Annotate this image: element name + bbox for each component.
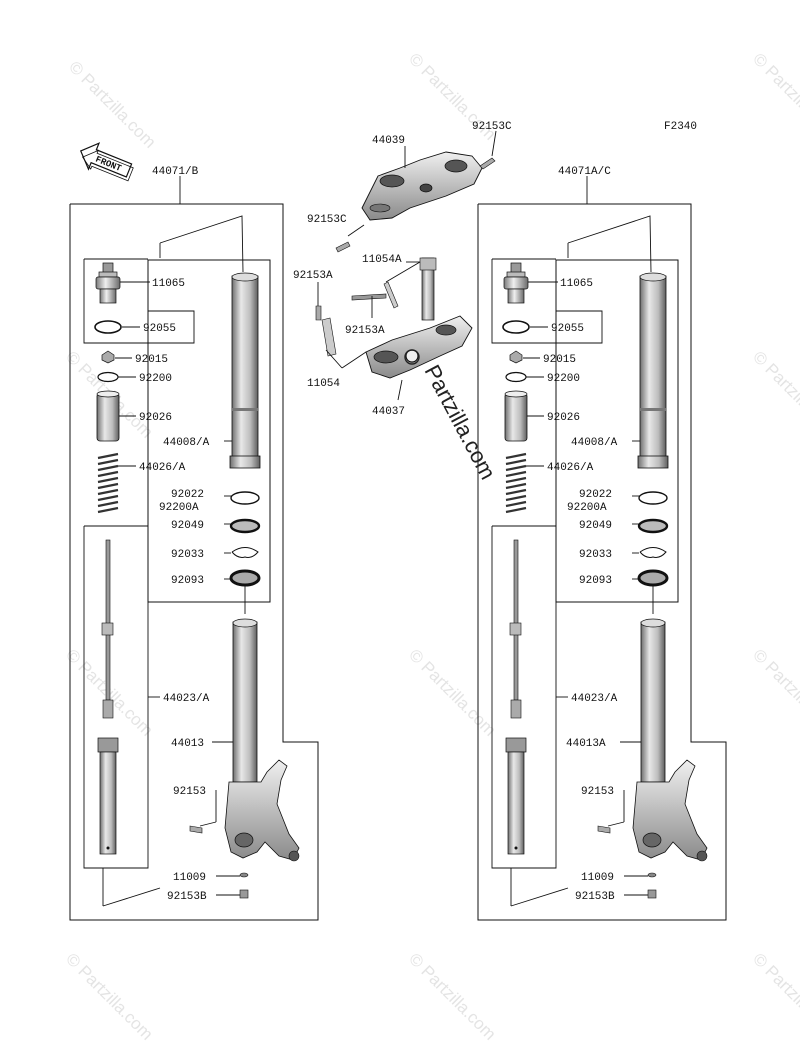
partzilla-watermark-large: Partzilla.com (404, 349, 501, 484)
part-label: 92015 (135, 354, 168, 366)
part-label: 44013A (566, 738, 606, 750)
part-label: 92022 (579, 489, 612, 501)
steering-assembly: 44039 92153C 92153C 11054A 92153A 92153A… (293, 121, 512, 418)
part-label: 44013 (171, 738, 204, 750)
part-label: 11054 (307, 378, 340, 390)
part-label: 11065 (560, 278, 593, 290)
right-part-labels: 11065 92055 92015 92200 92026 44008/A 44… (543, 278, 618, 903)
part-label: 92200 (139, 373, 172, 385)
left-part-labels: 11065 92055 92015 92200 92026 44008/A 44… (135, 278, 210, 903)
part-label: 92153B (575, 891, 615, 903)
part-label: 44026/A (547, 462, 594, 474)
watermark: © Partzilla.com (749, 347, 800, 441)
part-label: 92022 (171, 489, 204, 501)
part-label: 92200A (159, 502, 199, 514)
part-label: 92033 (579, 549, 612, 561)
watermark: © Partzilla.com (405, 949, 499, 1043)
watermark: © Partzilla.com (62, 949, 156, 1043)
part-label: 44008/A (163, 437, 210, 449)
part-label: 92015 (543, 354, 576, 366)
part-label: 92153A (293, 270, 333, 282)
watermark: © Partzilla.com (749, 949, 800, 1043)
right-assembly-label: 44071A/C (558, 166, 611, 178)
part-label: 44023/A (571, 693, 618, 705)
watermark: © Partzilla.com (405, 645, 499, 739)
left-fork-assembly: 44071/B 11065 92055 92015 92200 92026 44… (68, 166, 320, 922)
watermark: © Partzilla.com (65, 57, 159, 151)
part-label: 11054A (362, 254, 402, 266)
part-label: 92026 (139, 412, 172, 424)
part-label: 92153C (307, 214, 347, 226)
watermark: © Partzilla.com (749, 645, 800, 739)
figure-code: F2340 (664, 121, 697, 133)
watermark-text: Partzilla.com (420, 361, 501, 484)
part-label: 11065 (152, 278, 185, 290)
part-label: 44037 (372, 406, 405, 418)
part-label: 92026 (547, 412, 580, 424)
part-label: 44008/A (571, 437, 618, 449)
left-assembly-label: 44071/B (152, 166, 199, 178)
part-label: 92153B (167, 891, 207, 903)
part-label: 92033 (171, 549, 204, 561)
part-label: 92055 (551, 323, 584, 335)
part-label: 92049 (579, 520, 612, 532)
part-label: 92153 (581, 786, 614, 798)
part-label: 11009 (581, 872, 614, 884)
part-label: 92153 (173, 786, 206, 798)
part-label: 44023/A (163, 693, 210, 705)
part-label: 92093 (171, 575, 204, 587)
part-label: 92049 (171, 520, 204, 532)
part-label: 92055 (143, 323, 176, 335)
front-arrow-icon: FRONT (79, 142, 134, 182)
part-label: 92153A (345, 325, 385, 337)
watermark: © Partzilla.com (749, 49, 800, 143)
part-label: 44039 (372, 135, 405, 147)
right-fork-assembly: 44071A/C 11065 92055 92015 92200 92026 4… (476, 166, 728, 922)
part-label: 92153C (472, 121, 512, 133)
part-label: 92200 (547, 373, 580, 385)
part-label: 44026/A (139, 462, 186, 474)
part-label: 92093 (579, 575, 612, 587)
part-label: 11009 (173, 872, 206, 884)
part-label: 92200A (567, 502, 607, 514)
